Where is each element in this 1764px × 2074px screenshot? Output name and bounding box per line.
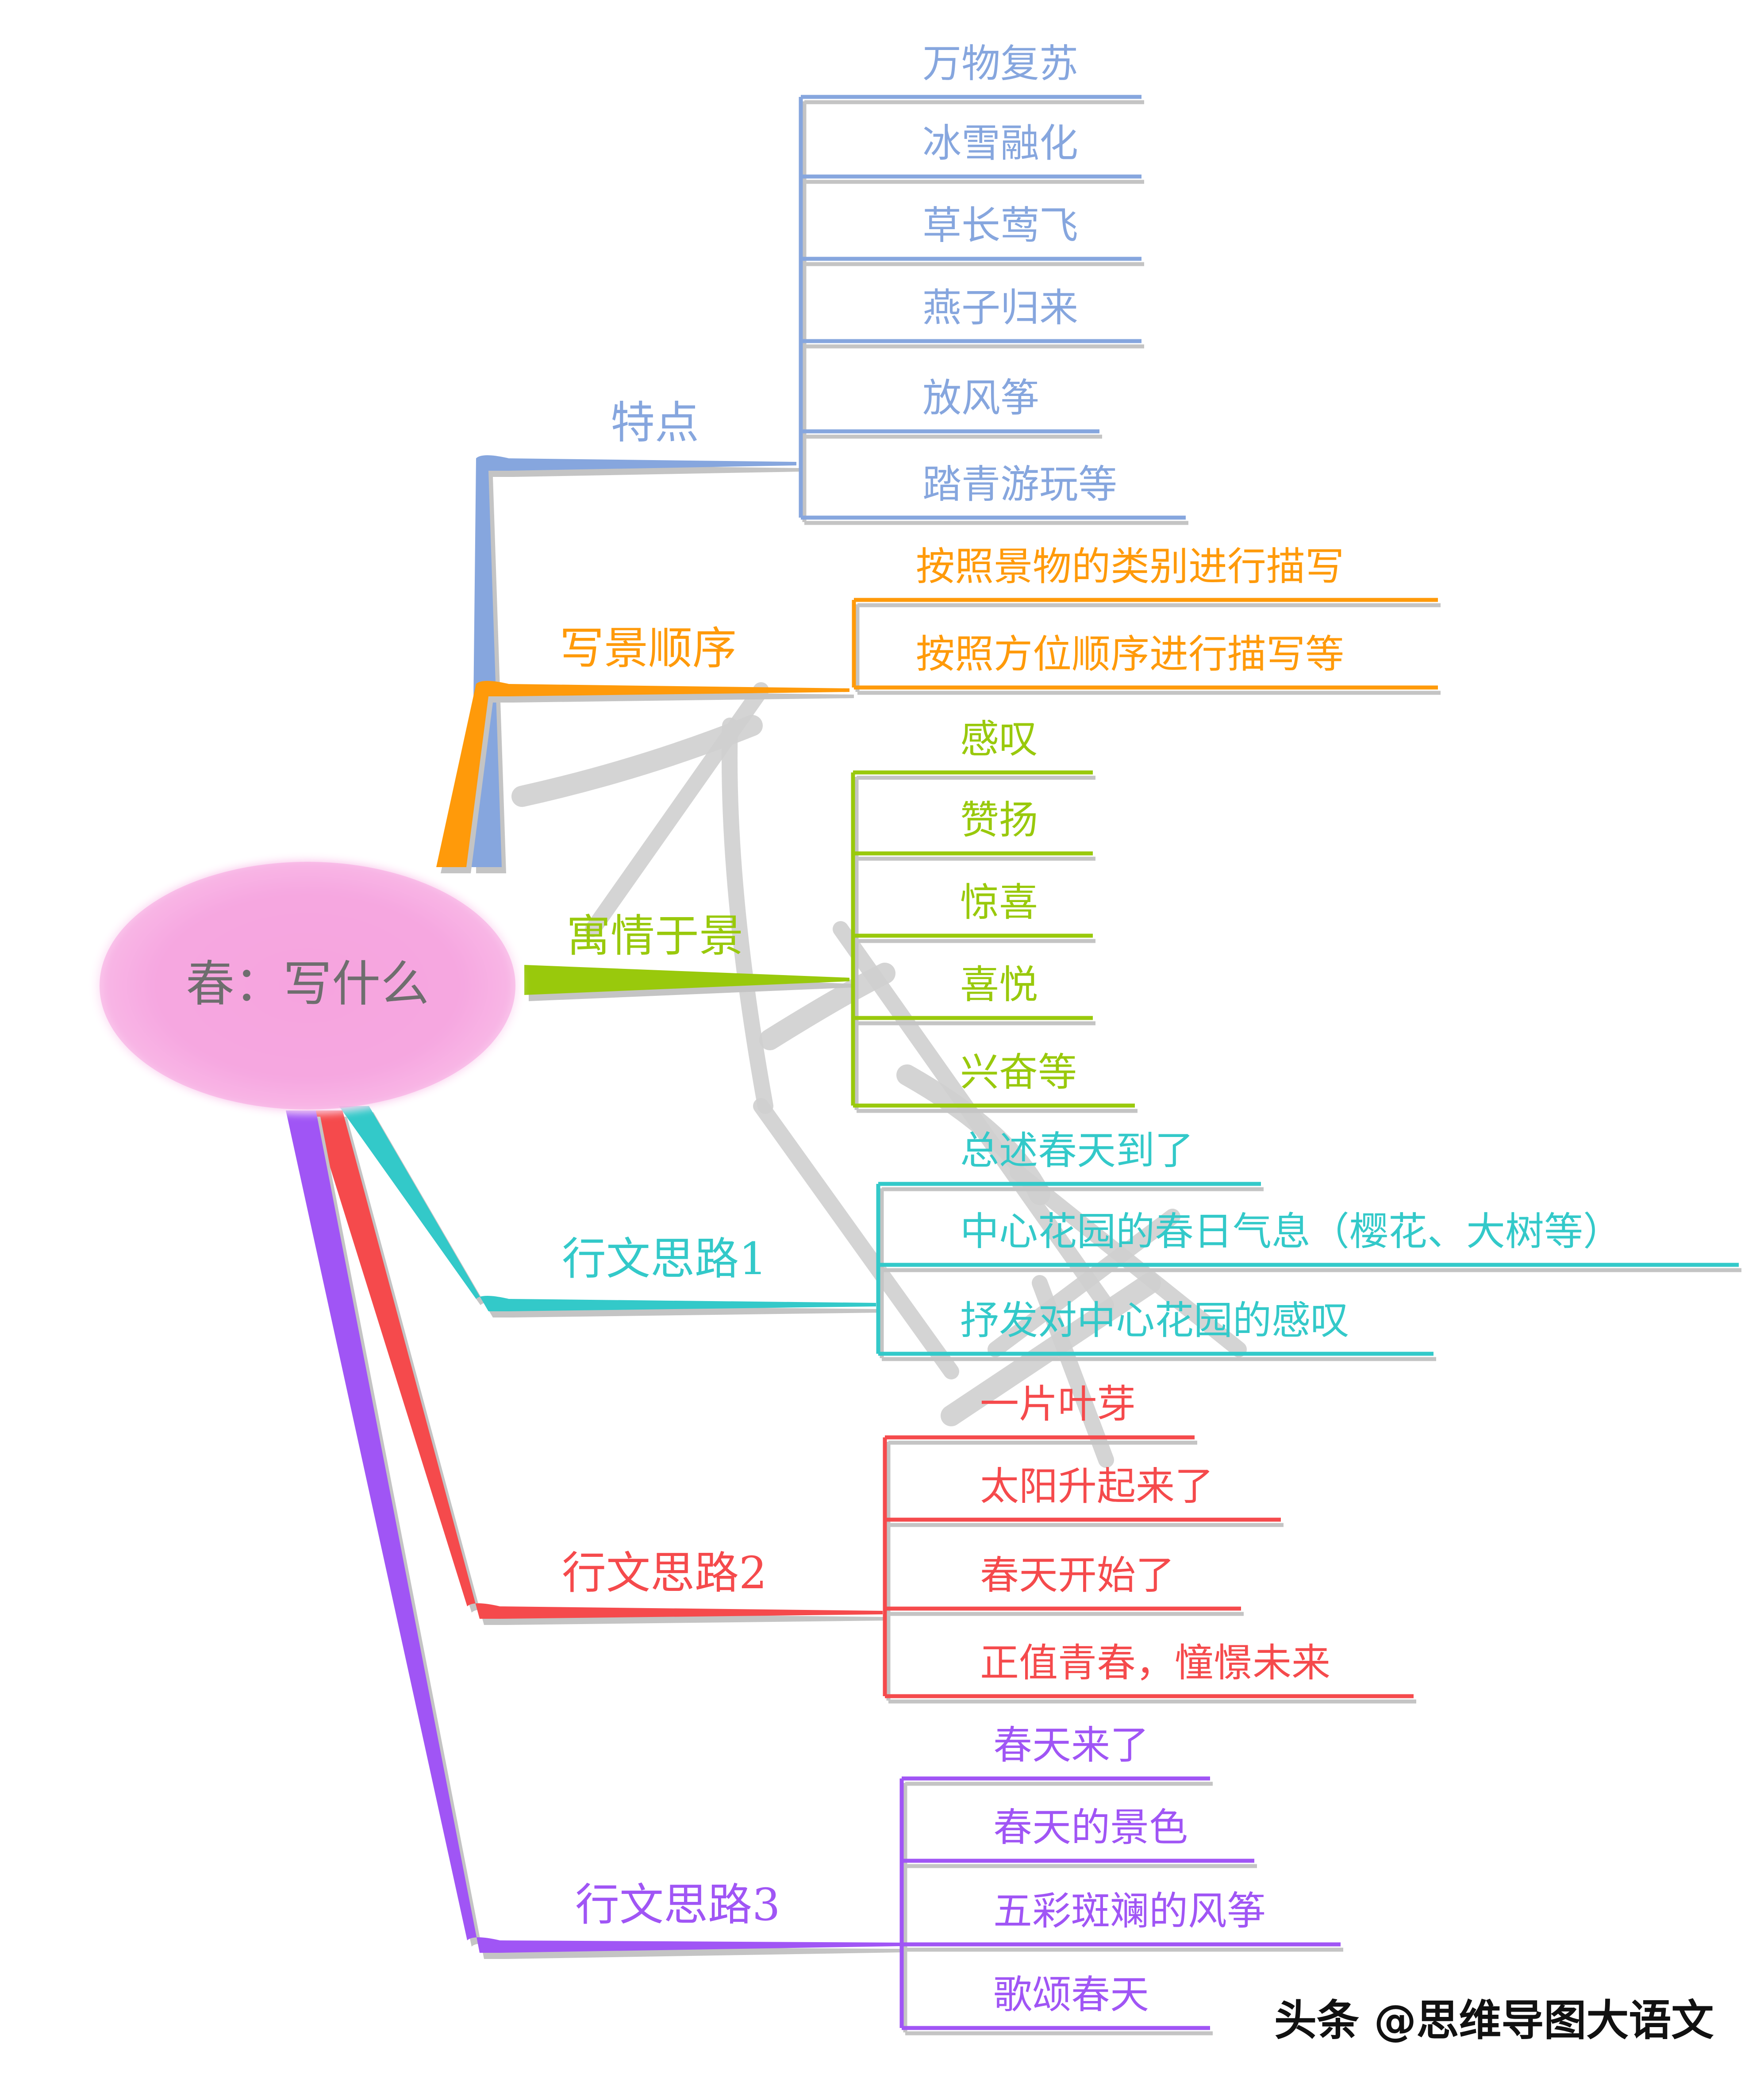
branch-label[interactable]: 寓情于景 <box>566 910 743 962</box>
branch-label[interactable]: 行文思路3 <box>575 1879 780 1931</box>
child-label[interactable]: 万物复苏 <box>922 41 1078 86</box>
child-label[interactable]: 放风筝 <box>922 375 1039 421</box>
watermark-stroke <box>1010 1164 1247 1357</box>
child-label[interactable]: 感叹 <box>960 716 1038 762</box>
child-label[interactable]: 一片叶芽 <box>980 1381 1136 1427</box>
child-label[interactable]: 春天来了 <box>993 1722 1149 1768</box>
branch-label[interactable]: 行文思路2 <box>562 1547 767 1599</box>
background-watermark <box>511 682 1247 1468</box>
watermark-stroke <box>1032 1275 1114 1468</box>
root-label: 春：写什么 <box>186 956 429 1012</box>
child-label[interactable]: 惊喜 <box>960 880 1038 925</box>
child-label[interactable]: 草长莺飞 <box>922 203 1078 248</box>
branch-connector <box>436 681 849 867</box>
child-label[interactable]: 太阳升起来了 <box>980 1463 1214 1509</box>
branch-6 <box>286 1110 1343 2036</box>
branch-5 <box>312 1110 1416 1704</box>
child-label[interactable]: 喜悦 <box>960 962 1038 1007</box>
watermark-stroke <box>753 1098 959 1379</box>
child-label[interactable]: 赞扬 <box>960 797 1038 843</box>
child-label[interactable]: 总述春天到了 <box>960 1128 1194 1173</box>
branch-label[interactable]: 写景顺序 <box>560 622 737 674</box>
child-label[interactable]: 兴奋等 <box>960 1049 1077 1095</box>
watermark-stroke <box>722 718 773 1114</box>
watermark-stroke <box>941 1272 1161 1426</box>
child-label[interactable]: 正值青春，憧憬未来 <box>980 1640 1330 1686</box>
watermark-stroke <box>988 1209 1180 1357</box>
child-label[interactable]: 歌颂春天 <box>993 1972 1149 2017</box>
child-label[interactable]: 五彩斑斓的风筝 <box>993 1888 1266 1934</box>
branch-label[interactable]: 特点 <box>611 397 699 449</box>
root-node[interactable]: 春：写什么 <box>88 853 527 1118</box>
branch-4 <box>339 1106 1741 1361</box>
branch-2 <box>436 598 1441 873</box>
branch-connector <box>524 965 849 995</box>
child-label[interactable]: 燕子归来 <box>922 285 1078 330</box>
branch-1 <box>472 95 1188 873</box>
root-ellipse-inner <box>100 862 515 1110</box>
child-label[interactable]: 按照景物的类别进行描写 <box>916 544 1344 589</box>
child-label[interactable]: 踏青游玩等 <box>922 461 1117 507</box>
child-label[interactable]: 春天开始了 <box>980 1552 1175 1598</box>
branch-label[interactable]: 行文思路1 <box>562 1233 767 1285</box>
child-label[interactable]: 按照方位顺序进行描写等 <box>916 631 1344 677</box>
credit-watermark: 头条 @思维导图大语文 <box>1274 1996 1714 2045</box>
child-label[interactable]: 春天的景色 <box>993 1805 1188 1850</box>
branch-3 <box>524 770 1138 1113</box>
child-label[interactable]: 抒发对中心花园的感叹 <box>960 1298 1349 1343</box>
child-label[interactable]: 冰雪融化 <box>922 120 1078 166</box>
child-label[interactable]: 中心花园的春日气息（樱花、大树等） <box>960 1209 1622 1254</box>
